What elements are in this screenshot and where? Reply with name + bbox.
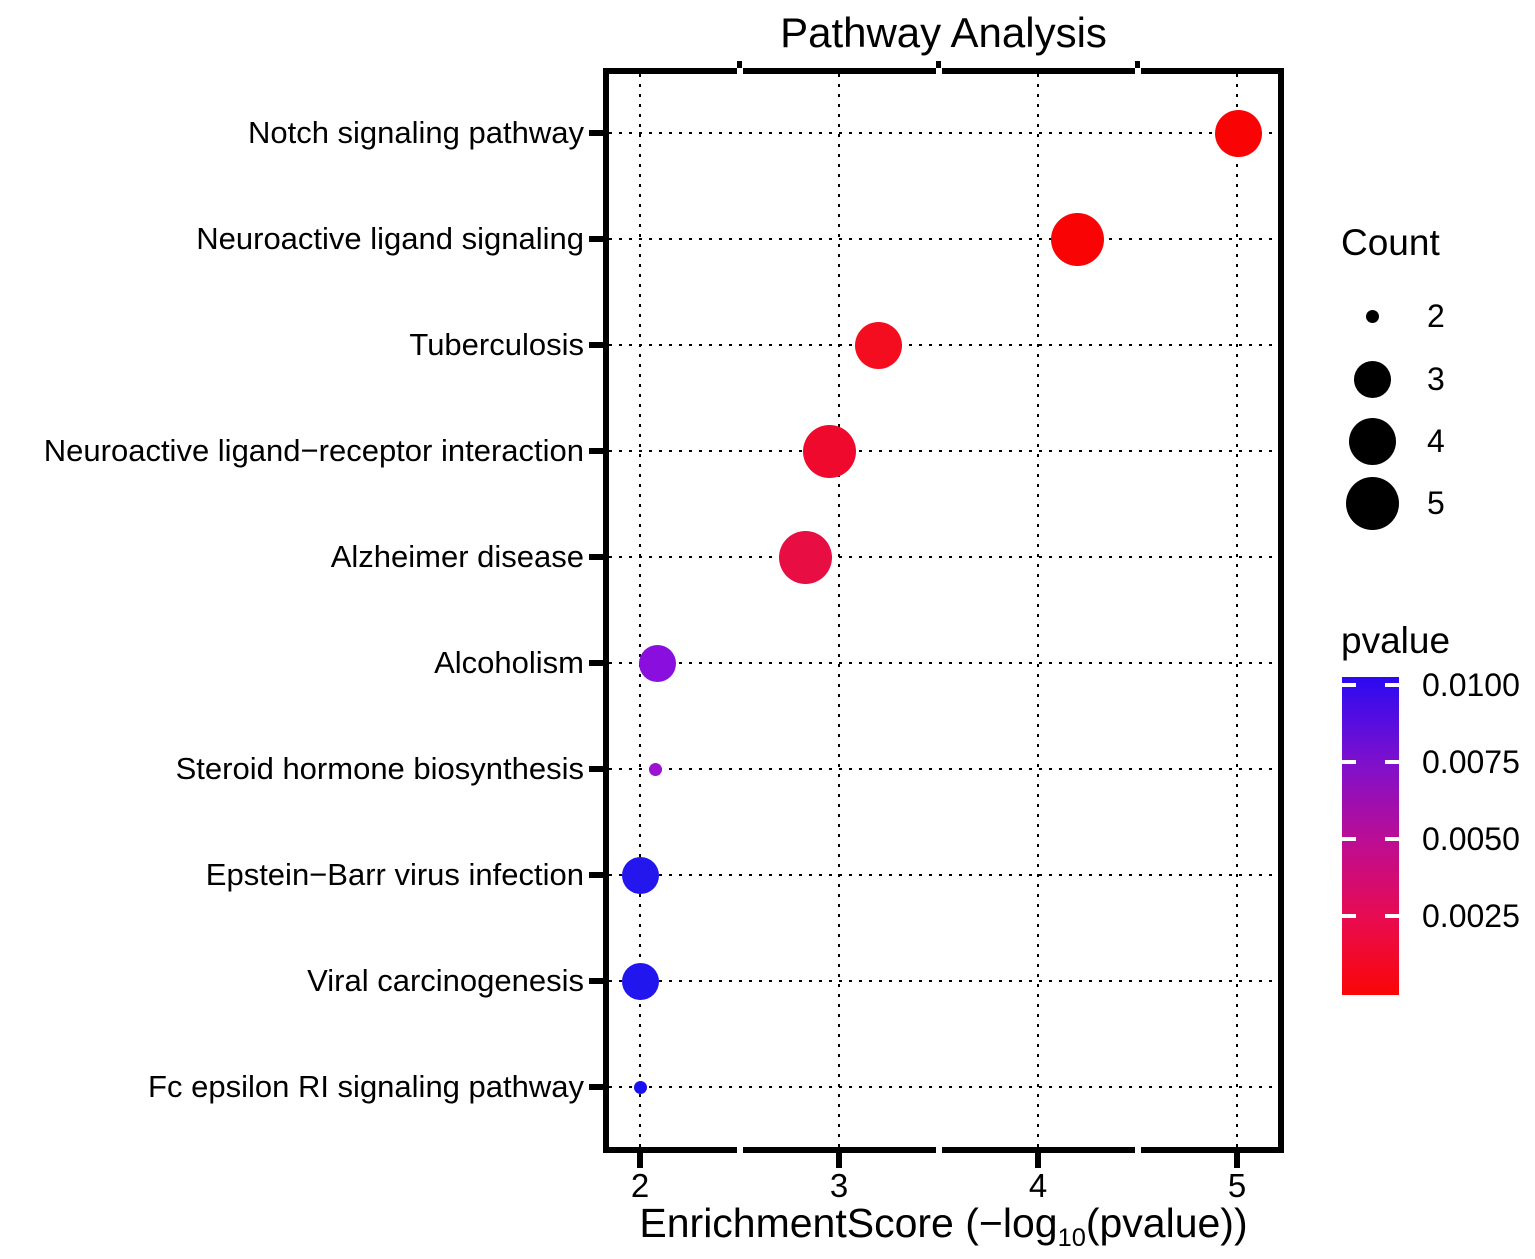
y-axis-tick xyxy=(589,554,603,560)
count-legend-dot xyxy=(1365,309,1379,323)
pvalue-gradient-bar xyxy=(1342,677,1399,995)
pvalue-bar-tick xyxy=(1385,760,1399,764)
data-point xyxy=(649,762,663,776)
x-axis-title-suffix: (pvalue)) xyxy=(1085,1200,1248,1246)
grid-line-horizontal xyxy=(609,556,1278,558)
grid-line-horizontal xyxy=(609,344,1278,346)
plot-border-top-segment xyxy=(742,68,936,74)
count-legend-label: 3 xyxy=(1427,361,1445,397)
data-point xyxy=(621,962,659,1000)
grid-line-horizontal xyxy=(609,980,1278,982)
grid-line-horizontal xyxy=(609,132,1278,134)
plot-border-right xyxy=(1278,68,1284,1153)
plot-border-bottom-segment xyxy=(603,1147,737,1153)
pvalue-bar-tick xyxy=(1342,914,1356,918)
y-axis-label: Alzheimer disease xyxy=(330,539,584,574)
pvalue-bar-tick xyxy=(1385,683,1399,687)
grid-line-horizontal xyxy=(609,238,1278,240)
count-legend-dot xyxy=(1353,360,1391,398)
plot-border-top-segment xyxy=(603,68,737,74)
plot-border-top-segment xyxy=(941,68,1135,74)
grid-line-horizontal xyxy=(609,1086,1278,1088)
x-axis-title: EnrichmentScore (−log10(pvalue)) xyxy=(553,1198,1334,1259)
y-axis-tick xyxy=(589,236,603,242)
grid-line-horizontal xyxy=(609,768,1278,770)
y-axis-tick xyxy=(589,872,603,878)
y-axis-label: Neuroactive ligand signaling xyxy=(196,221,584,256)
grid-line-horizontal xyxy=(609,874,1278,876)
count-legend-title: Count xyxy=(1341,222,1440,263)
pvalue-legend-title: pvalue xyxy=(1341,620,1451,661)
x-tick-label: 3 xyxy=(829,1167,849,1204)
pvalue-bar-tick xyxy=(1342,683,1356,687)
y-axis-label: Tuberculosis xyxy=(409,327,584,362)
pvalue-tick-label: 0.0075 xyxy=(1422,744,1520,780)
count-legend-dot xyxy=(1348,417,1396,465)
x-axis-tick xyxy=(836,1153,842,1168)
grid-line-horizontal xyxy=(609,450,1278,452)
y-axis-tick xyxy=(589,342,603,348)
x-axis-title-prefix: EnrichmentScore (−log xyxy=(639,1200,1058,1246)
pvalue-tick-label: 0.0050 xyxy=(1422,821,1520,857)
x-axis-tick xyxy=(1234,1153,1240,1168)
data-point xyxy=(778,530,832,584)
y-axis-tick xyxy=(589,660,603,666)
count-legend-label: 5 xyxy=(1427,485,1445,521)
plot-border-top-segment xyxy=(1140,68,1284,74)
plot-border-bottom-segment xyxy=(742,1147,936,1153)
y-axis-tick xyxy=(589,978,603,984)
data-point xyxy=(1051,212,1105,266)
chart-title: Pathway Analysis xyxy=(780,9,1107,56)
x-axis-tick xyxy=(637,1153,643,1168)
data-point xyxy=(855,321,903,369)
y-axis-label: Alcoholism xyxy=(434,645,584,680)
data-point xyxy=(639,644,677,682)
data-point xyxy=(633,1080,647,1094)
data-point xyxy=(621,856,659,894)
grid-line-vertical xyxy=(838,74,840,1147)
pvalue-bar-tick xyxy=(1385,914,1399,918)
grid-line-horizontal xyxy=(609,662,1278,664)
y-axis-label: Notch signaling pathway xyxy=(247,115,584,150)
pvalue-bar-tick xyxy=(1385,837,1399,841)
pvalue-tick-label: 0.0025 xyxy=(1422,898,1520,934)
y-axis-label: Viral carcinogenesis xyxy=(307,963,584,998)
count-legend-label: 2 xyxy=(1427,298,1445,334)
y-axis-tick xyxy=(589,130,603,136)
y-axis-tick xyxy=(589,1084,603,1090)
pvalue-bar-tick xyxy=(1342,760,1356,764)
grid-line-vertical xyxy=(1236,74,1238,1147)
grid-line-vertical xyxy=(1037,74,1039,1147)
y-axis-tick xyxy=(589,448,603,454)
minor-tick-top xyxy=(936,61,941,68)
y-axis-label: Neuroactive ligand−receptor interaction xyxy=(43,433,584,468)
y-axis-label: Epstein−Barr virus infection xyxy=(205,857,584,892)
pvalue-tick-label: 0.0100 xyxy=(1422,667,1520,703)
plot-border-bottom-segment xyxy=(1140,1147,1284,1153)
plot-border-left xyxy=(603,68,609,1153)
count-legend-label: 4 xyxy=(1427,423,1445,459)
y-axis-label: Steroid hormone biosynthesis xyxy=(175,751,584,786)
minor-tick-top xyxy=(737,61,742,68)
y-axis-tick xyxy=(589,766,603,772)
grid-line-vertical xyxy=(639,74,641,1147)
data-point xyxy=(802,424,856,478)
x-tick-label: 2 xyxy=(630,1167,650,1204)
data-point xyxy=(1215,109,1263,157)
y-axis-label: Fc epsilon RI signaling pathway xyxy=(148,1069,584,1104)
plot-border-bottom-segment xyxy=(941,1147,1135,1153)
x-tick-label: 4 xyxy=(1028,1167,1048,1204)
x-tick-label: 5 xyxy=(1227,1167,1247,1204)
pvalue-bar-tick xyxy=(1342,837,1356,841)
count-legend-dot xyxy=(1345,476,1399,530)
x-axis-tick xyxy=(1035,1153,1041,1168)
minor-tick-top xyxy=(1135,61,1140,68)
x-axis-title-subscript: 10 xyxy=(1057,1224,1086,1253)
